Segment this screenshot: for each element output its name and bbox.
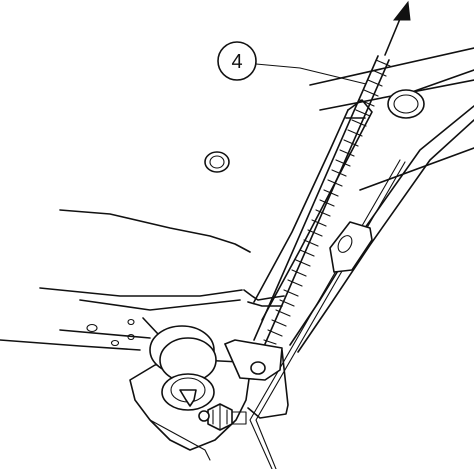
lower-frame bbox=[59, 299, 241, 347]
callout-4-label: 4 bbox=[231, 51, 242, 73]
upper-grommet bbox=[387, 89, 425, 119]
bolt bbox=[198, 403, 247, 431]
frame-hole bbox=[127, 333, 135, 341]
bracket-hole bbox=[250, 361, 266, 375]
callout-4: 4 bbox=[217, 41, 367, 85]
deck-plate bbox=[0, 47, 474, 351]
pulley bbox=[149, 325, 217, 411]
frame-hole bbox=[86, 323, 98, 333]
middle-grommet bbox=[204, 151, 230, 173]
frame-hole bbox=[127, 318, 135, 326]
pull-arrow bbox=[384, 0, 411, 56]
cable bbox=[249, 159, 406, 469]
cable-clamp bbox=[329, 221, 373, 273]
frame-hole bbox=[110, 339, 120, 347]
spring bbox=[253, 55, 391, 345]
spring-hook bbox=[243, 289, 285, 307]
